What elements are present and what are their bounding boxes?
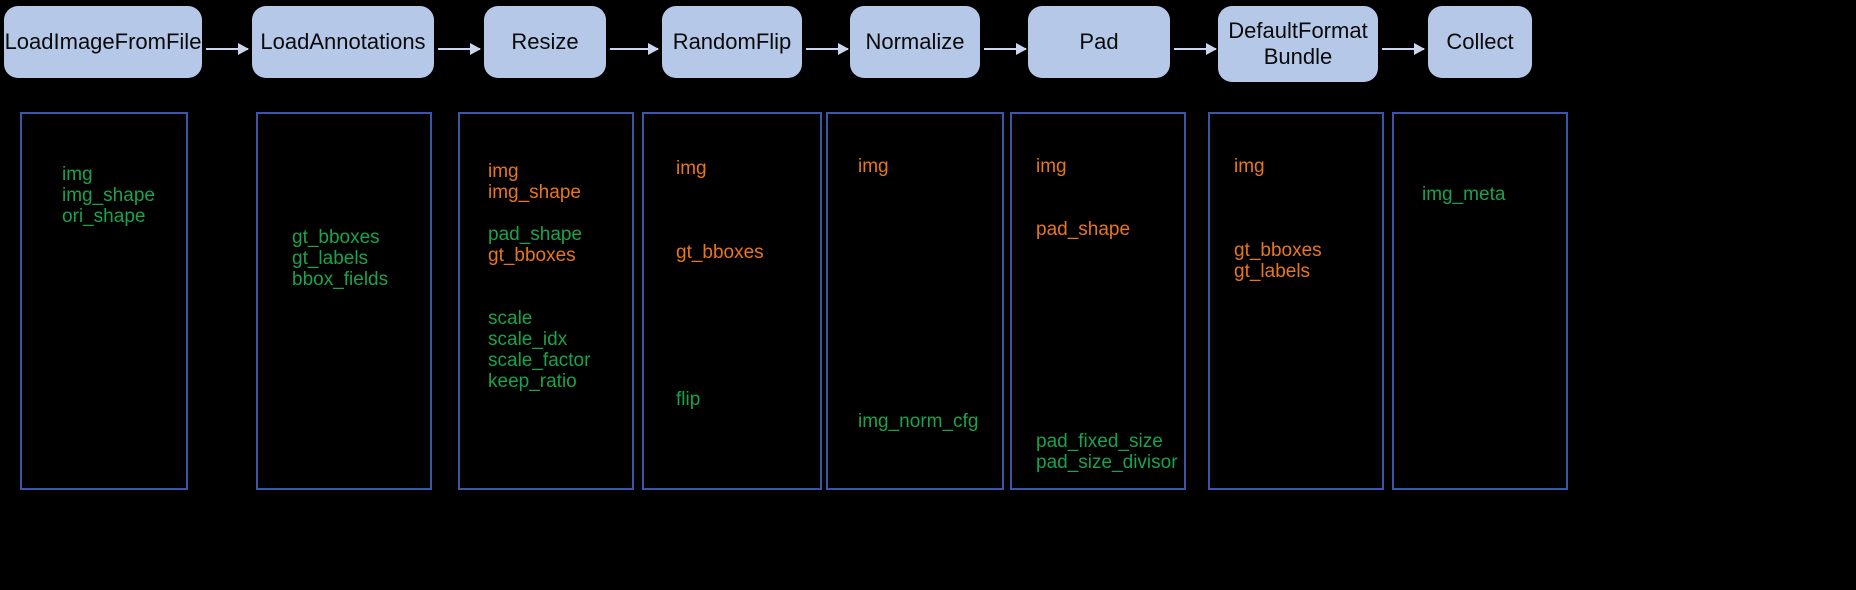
key-img: img <box>676 158 707 179</box>
key-img: img <box>62 164 93 185</box>
key-keep-ratio: keep_ratio <box>488 371 577 392</box>
arrow-4 <box>806 43 849 55</box>
key-gt-bboxes: gt_bboxes <box>292 227 380 248</box>
key-bbox-fields: bbox_fields <box>292 269 389 290</box>
key-list: img_meta <box>1394 114 1566 488</box>
key-pad-shape: pad_shape <box>488 224 583 245</box>
key-gt-bboxes: gt_bboxes <box>676 242 764 263</box>
key-gt-labels: gt_labels <box>292 248 369 269</box>
key-list: img img_norm_cfg <box>828 114 1002 488</box>
key-img: img <box>858 156 889 177</box>
keys-panel-collect: img_meta <box>1392 112 1568 490</box>
key-gt-labels: gt_labels <box>1234 261 1311 282</box>
stage-box-default-format-bundle[interactable]: DefaultFormat Bundle <box>1218 6 1378 82</box>
key-img-shape: img_shape <box>488 182 581 203</box>
key-scale-idx: scale_idx <box>488 329 568 350</box>
arrow-5 <box>984 43 1027 55</box>
stage-box-load-image-from-file[interactable]: LoadImageFromFile <box>4 6 202 78</box>
key-gt-bboxes: gt_bboxes <box>1234 240 1322 261</box>
arrow-2 <box>438 43 481 55</box>
arrow-7 <box>1382 43 1425 55</box>
stage-box-pad[interactable]: Pad <box>1028 6 1170 78</box>
key-img: img <box>488 161 519 182</box>
keys-panel-normalize: img img_norm_cfg <box>826 112 1004 490</box>
key-flip: flip <box>676 389 701 410</box>
key-img-shape: img_shape <box>62 185 155 206</box>
key-pad-shape: pad_shape <box>1036 219 1131 240</box>
key-gt-bboxes: gt_bboxes <box>488 245 576 266</box>
key-img-meta: img_meta <box>1422 184 1506 205</box>
key-scale: scale <box>488 308 533 329</box>
key-pad-fixed-size: pad_fixed_size <box>1036 431 1163 452</box>
arrow-3 <box>610 43 659 55</box>
stage-box-collect[interactable]: Collect <box>1428 6 1532 78</box>
key-img-norm-cfg: img_norm_cfg <box>858 411 979 432</box>
stage-box-normalize[interactable]: Normalize <box>850 6 980 78</box>
key-pad-size-divisor: pad_size_divisor <box>1036 452 1178 473</box>
stage-box-random-flip[interactable]: RandomFlip <box>662 6 802 78</box>
stage-box-load-annotations[interactable]: LoadAnnotations <box>252 6 434 78</box>
key-ori-shape: ori_shape <box>62 206 146 227</box>
stage-row: LoadImageFromFile LoadAnnotations Resize… <box>0 0 1856 100</box>
key-img: img <box>1036 156 1067 177</box>
arrow-6 <box>1174 43 1217 55</box>
key-scale-factor: scale_factor <box>488 350 591 371</box>
key-img: img <box>1234 156 1265 177</box>
stage-box-resize[interactable]: Resize <box>484 6 606 78</box>
arrow-1 <box>206 43 249 55</box>
